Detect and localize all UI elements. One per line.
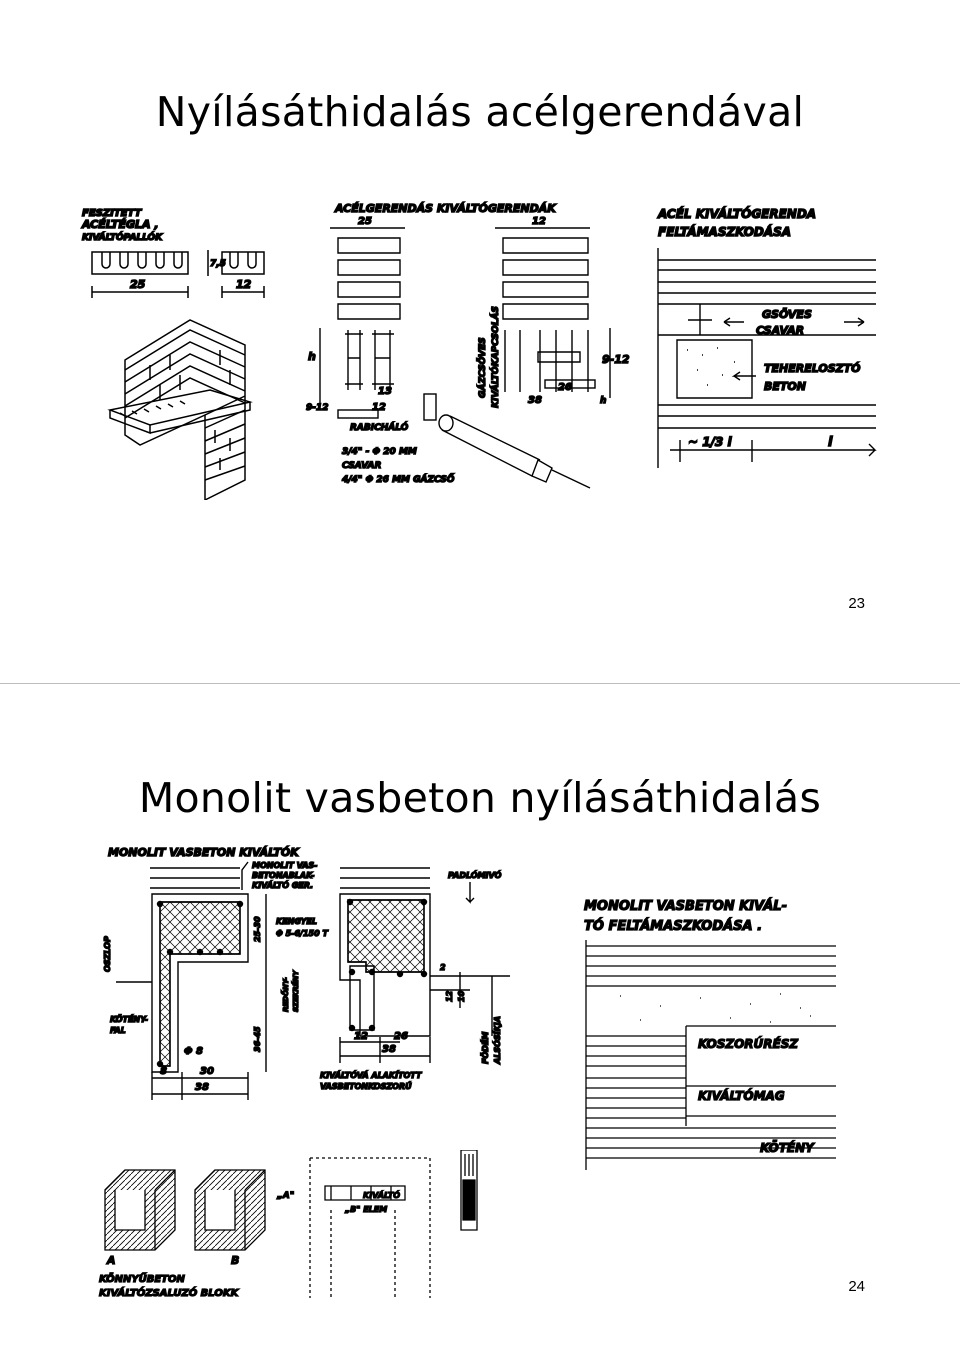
- fig-label: B: [231, 1254, 239, 1267]
- fig-label: 38: [528, 395, 542, 406]
- fig-label: 38: [195, 1082, 209, 1093]
- fig-label: KIVÁLTÓZSALUZÓ BLOKK: [99, 1286, 240, 1299]
- fig-label: KÖNNYŰBETON: [99, 1271, 185, 1285]
- fig-label: 26: [394, 1031, 408, 1042]
- fig-label: 12: [236, 278, 252, 291]
- fig-label: 36-45: [253, 1026, 262, 1052]
- fig-label: ACÉLGERENDÁS KIVÁLTÓGERENDÁK: [334, 202, 557, 215]
- fig-label: 7,5: [210, 259, 226, 269]
- fig-label: h: [600, 396, 606, 406]
- fig-label: TEHERELOSZTÓ: [764, 362, 860, 375]
- fig-label: PADLÓMIVÓ: [448, 869, 502, 880]
- fig-label: CSAVAR: [756, 324, 804, 337]
- fig-label: 3/4" - Φ 20 MM: [342, 447, 417, 457]
- fig-label: SZEKRÉNY: [291, 970, 300, 1012]
- fig-label: KOSZORÚRÉSZ: [698, 1036, 798, 1051]
- fig-label: KIVÁLTÓ GER.: [252, 879, 313, 890]
- fig-label: „B" ELEM: [344, 1205, 387, 1214]
- fig-label: FAL: [110, 1026, 126, 1035]
- fig-label: GÁZCSÖVES: [476, 337, 488, 398]
- fig-label: 10: [457, 990, 466, 1002]
- slide-title: Nyílásáthidalás acélgerendával: [155, 88, 805, 136]
- fig-label: GSÖVES: [762, 307, 812, 321]
- fig-label: KÖTÉNY: [760, 1140, 815, 1155]
- slide-23: Nyílásáthidalás acélgerendával FESZITETT…: [0, 0, 960, 683]
- slide-title: Monolit vasbeton nyílásáthidalás: [138, 774, 822, 822]
- fig-label: KENGYEL: [276, 917, 317, 926]
- fig-label: KÖTÉNY-: [110, 1013, 148, 1024]
- fig-label: ACÉLTÉGLA ,: [81, 218, 159, 231]
- page-number: 24: [848, 1278, 865, 1295]
- fig-label: 38: [382, 1044, 396, 1055]
- fig-label: „A": [276, 1191, 294, 1201]
- fig-label: 25: [358, 216, 372, 227]
- fig-label: Φ 5-6/150 T: [276, 929, 328, 938]
- fig-label: ACÉL KIVÁLTÓGERENDA: [657, 206, 816, 221]
- fig-label: A: [106, 1254, 116, 1267]
- fig-label: FESZITETT: [82, 208, 143, 219]
- fig-label: 12: [354, 1031, 368, 1042]
- steel-beam-lintel-figure: ACÉLGERENDÁS KIVÁLTÓGERENDÁK 25 h 9-12 1…: [305, 201, 630, 489]
- fig-label: 8: [160, 1066, 167, 1077]
- fig-label: ~ 1/3 l: [688, 435, 732, 449]
- fig-label: 12: [372, 402, 386, 413]
- fig-label: l: [828, 435, 833, 450]
- fig-label: FÖDÉM: [479, 1032, 490, 1064]
- fig-label: BETON: [764, 380, 806, 393]
- fig-label: REDŐNY-: [281, 977, 290, 1012]
- steel-beam-bearing-figure: ACÉL KIVÁLTÓGERENDA FELTÁMASZKODÁSA GSÖV…: [656, 205, 877, 468]
- fig-label: 12: [532, 216, 546, 227]
- monolithic-lintel-bearing-figure: MONOLIT VASBETON KIVÁL- TÓ FELTÁMASZKODÁ…: [583, 897, 836, 1170]
- fig-label: 25-30: [253, 916, 262, 942]
- fig-label: FELTÁMASZKODÁSA: [658, 224, 791, 239]
- fig-label: RABICHÁLÓ: [350, 421, 409, 433]
- fig-label: MONOLIT VAS-: [252, 861, 318, 870]
- fig-label: VASBETONKOSZORÚ: [320, 1080, 412, 1091]
- slide-divider: [0, 683, 960, 684]
- fig-label: KIVÁLTÓMAG: [698, 1088, 785, 1103]
- fig-label: ALSÓSÍKJA: [491, 1016, 502, 1065]
- fig-label: KIVÁLTÓPALLÓK: [82, 231, 163, 243]
- fig-label: CSAVAR: [342, 461, 381, 471]
- fig-label: 30: [200, 1066, 214, 1077]
- fig-label: 25: [130, 278, 146, 291]
- fig-label: h: [308, 350, 316, 363]
- fig-label: Φ 8: [184, 1046, 203, 1057]
- fig-label: 12: [445, 990, 454, 1002]
- fig-label: MONOLIT VASBETON KIVÁL-: [584, 898, 787, 914]
- steel-brick-figure: FESZITETT ACÉLTÉGLA , KIVÁLTÓPALLÓK 7,5 …: [80, 207, 265, 500]
- fig-label: 13: [378, 386, 392, 397]
- page-number: 23: [848, 595, 865, 612]
- fig-label: BETONABLAK-: [252, 871, 315, 880]
- fig-label: 4/4" Φ 26 MM GÁZCSŐ: [341, 473, 455, 485]
- formwork-block-figure: A B KÖNNYŰBETON KIVÁLTÓZSALUZÓ BLOKK „A"…: [98, 1150, 478, 1300]
- fig-label: 26: [558, 382, 572, 393]
- fig-label: TÓ FELTÁMASZKODÁSA .: [584, 918, 762, 934]
- slide-24: Monolit vasbeton nyílásáthidalás MONOLIT…: [0, 684, 960, 1367]
- fig-label: MONOLIT VASBETON KIVÁLTÓK: [108, 846, 300, 859]
- fig-label: KIVÁLTÓ: [363, 1189, 400, 1200]
- fig-label: 2: [440, 963, 446, 972]
- monolithic-rc-lintel-figure: MONOLIT VASBETON KIVÁLTÓK MONOLIT VAS- B…: [102, 845, 510, 1100]
- fig-label: OSZLOP: [103, 936, 112, 972]
- fig-label: 9-12: [602, 353, 630, 366]
- fig-label: 9-12: [306, 403, 329, 413]
- fig-label: KIVÁLTÓKAPCSOLÁS: [489, 306, 501, 408]
- fig-label: KIVÁLTÓVÁ ALAKÍTOTT: [320, 1069, 422, 1080]
